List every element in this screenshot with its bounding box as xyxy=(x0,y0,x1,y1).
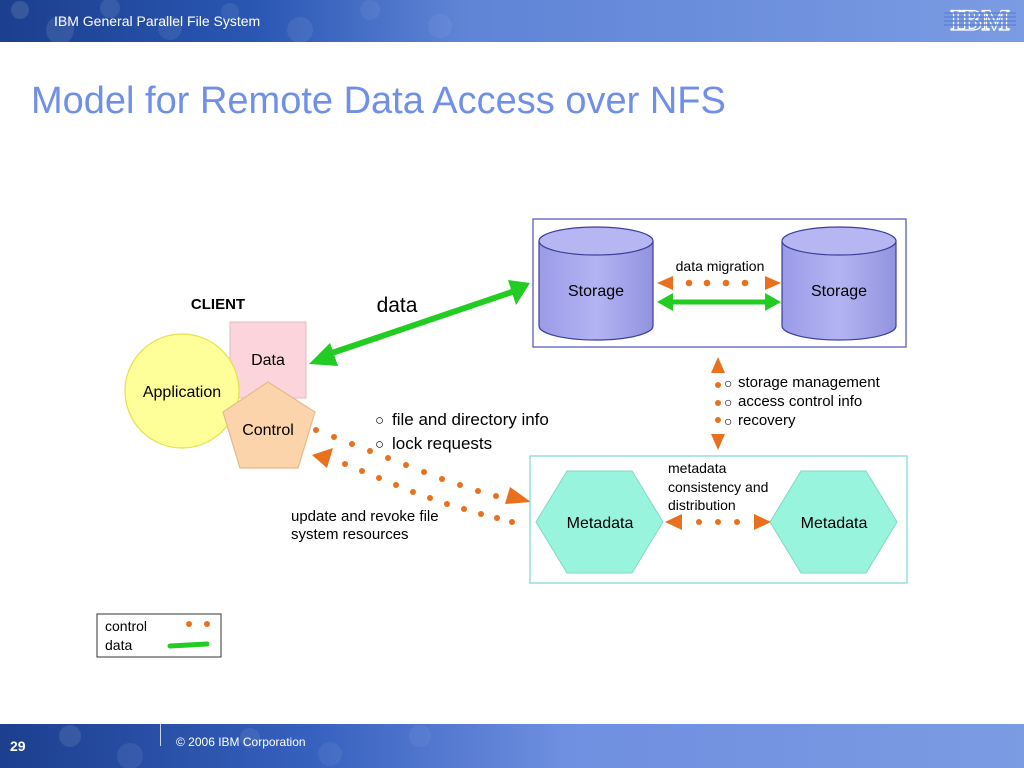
metadata-right-label: Metadata xyxy=(801,515,868,532)
storage-service-bullet: ○ xyxy=(724,413,732,429)
svg-text:consistency and: consistency and xyxy=(668,479,768,495)
data-migration-label: data migration xyxy=(676,258,765,274)
header-decoration xyxy=(11,0,452,42)
request-bullet: ○ xyxy=(375,412,384,429)
control-pentagon xyxy=(222,381,316,469)
footer-decoration xyxy=(59,725,431,768)
legend-data-swatch xyxy=(167,641,210,649)
storage-control-link xyxy=(657,276,781,290)
legend-control-label: control xyxy=(105,618,147,634)
data-link-label: data xyxy=(377,294,418,317)
storage-cylinder-left: Storage xyxy=(538,226,654,341)
metadata-hexagon-left xyxy=(535,470,664,574)
metadata-control-link xyxy=(665,514,771,530)
footer-separator xyxy=(160,724,161,746)
svg-text:IBM: IBM xyxy=(950,4,1010,36)
svg-text:distribution: distribution xyxy=(668,497,736,513)
storage-metadata-control-link xyxy=(711,357,725,450)
storage-service-item: storage management xyxy=(738,374,881,391)
request-item: lock requests xyxy=(392,434,492,453)
client-metadata-control-link-out xyxy=(313,427,531,504)
legend-control-swatch xyxy=(186,621,192,627)
legend-data-label: data xyxy=(105,637,132,653)
storage-right-label: Storage xyxy=(811,283,867,300)
header-bar: IBM General Parallel File System IBM xyxy=(0,0,1024,42)
svg-text:metadata: metadata xyxy=(668,460,727,476)
storage-service-bullet: ○ xyxy=(724,375,732,391)
request-list: ○ file and directory info ○ lock request… xyxy=(375,410,549,453)
client-storage-data-link xyxy=(309,280,530,366)
storage-services-list: ○ storage management ○ access control in… xyxy=(724,374,881,429)
storage-data-link xyxy=(657,293,781,311)
metadata-left-label: Metadata xyxy=(567,515,634,532)
update-note-line2: system resources xyxy=(291,526,409,543)
footer-bar: 29 © 2006 IBM Corporation xyxy=(0,724,1024,768)
metadata-consistency-label: metadata consistency and distribution xyxy=(668,460,768,513)
request-bullet: ○ xyxy=(375,436,384,453)
header-title: IBM General Parallel File System xyxy=(54,13,261,29)
client-metadata-control-link-back xyxy=(312,448,515,525)
page-number: 29 xyxy=(10,738,26,754)
slide-title: Model for Remote Data Access over NFS xyxy=(31,80,726,122)
request-item: file and directory info xyxy=(392,410,549,429)
update-note-line1: update and revoke file xyxy=(291,508,439,525)
legend: control data xyxy=(96,613,222,658)
storage-left-label: Storage xyxy=(568,283,624,300)
client-data-label: Data xyxy=(251,352,285,369)
application-circle xyxy=(124,333,240,449)
storage-cylinder-right: Storage xyxy=(781,226,897,341)
client-label: CLIENT xyxy=(191,296,245,313)
storage-service-bullet: ○ xyxy=(724,394,732,410)
control-label: Control xyxy=(242,422,294,439)
copyright-text: © 2006 IBM Corporation xyxy=(176,735,306,749)
storage-service-item: access control info xyxy=(738,393,862,410)
ibm-logo: IBM xyxy=(944,4,1016,36)
application-label: Application xyxy=(143,384,221,401)
storage-service-item: recovery xyxy=(738,412,796,429)
